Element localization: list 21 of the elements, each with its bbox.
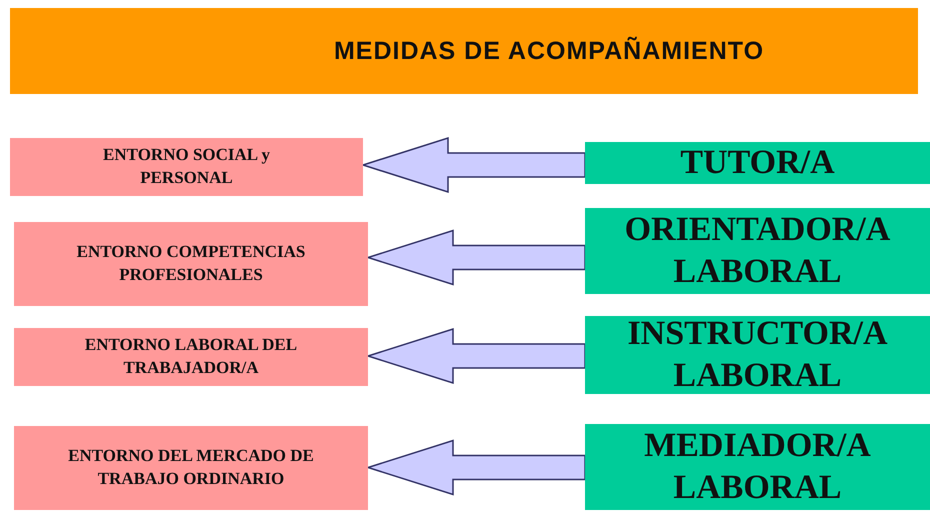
role-box bbox=[585, 316, 930, 394]
role-label: ORIENTADOR/A LABORAL bbox=[624, 210, 892, 292]
role-label: MEDIADOR/A LABORAL bbox=[643, 426, 872, 508]
environment-box bbox=[10, 138, 363, 196]
role-box bbox=[585, 208, 930, 294]
environment-label: ENTORNO LABORAL DEL TRABAJADOR/A bbox=[84, 334, 298, 379]
block-arrow bbox=[366, 229, 586, 286]
environment-label: ENTORNO DEL MERCADO DE TRABAJO ORDINARIO bbox=[67, 445, 315, 490]
environment-box bbox=[14, 426, 368, 510]
block-arrow bbox=[366, 439, 586, 496]
environment-label: ENTORNO COMPETENCIAS PROFESIONALES bbox=[76, 241, 306, 286]
role-label: INSTRUCTOR/A LABORAL bbox=[626, 314, 889, 396]
role-box bbox=[585, 424, 930, 510]
title-text: MEDIDAS DE ACOMPAÑAMIENTO bbox=[332, 36, 764, 66]
environment-label: ENTORNO SOCIAL y PERSONAL bbox=[102, 144, 271, 189]
role-box bbox=[585, 142, 930, 184]
block-arrow bbox=[366, 328, 586, 384]
block-arrow bbox=[360, 136, 586, 194]
environment-box bbox=[14, 222, 368, 306]
environment-box bbox=[14, 328, 368, 386]
role-label: TUTOR/A bbox=[680, 142, 835, 183]
